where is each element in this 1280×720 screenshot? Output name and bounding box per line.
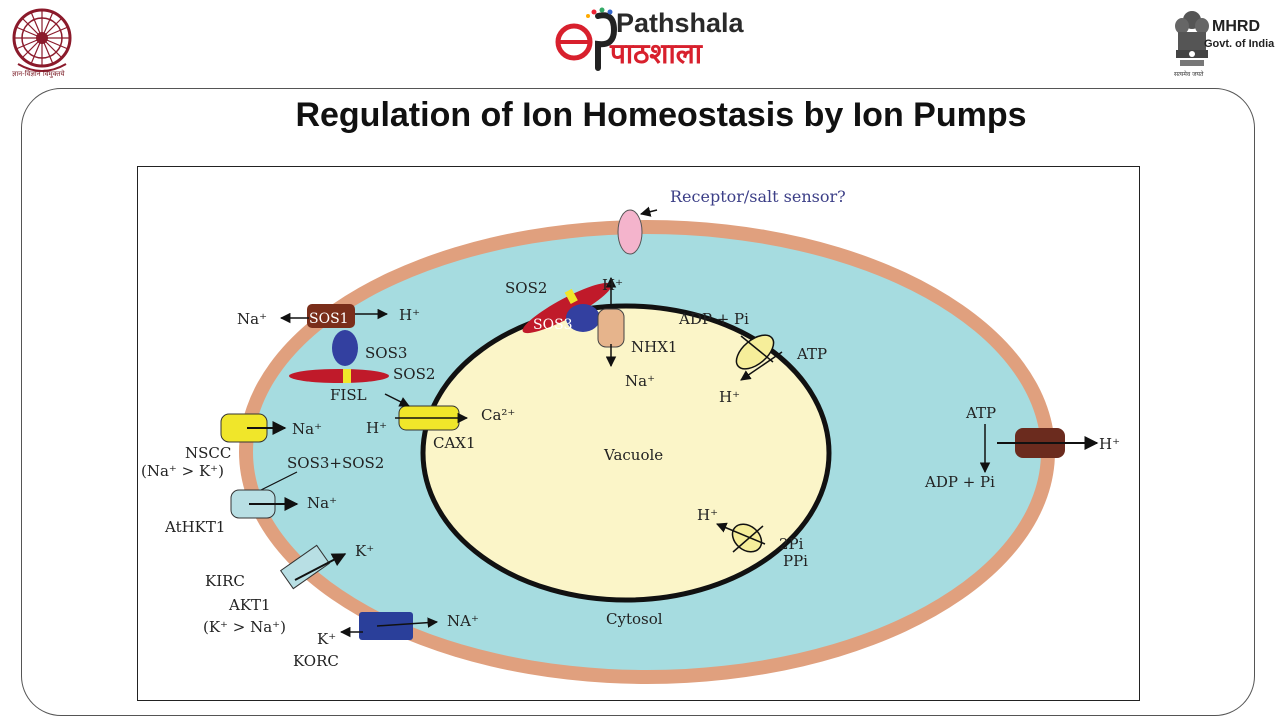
na-hkt-label: Na⁺ [307, 494, 337, 512]
k-korc-label: K⁺ [317, 630, 336, 648]
nscc-selectivity-label: (Na⁺ > K⁺) [141, 462, 224, 480]
cytosol-label: Cytosol [606, 610, 663, 628]
akt1-selectivity-label: (K⁺ > Na⁺) [203, 618, 286, 636]
sos3-top-icon [566, 304, 600, 332]
sos2-top-icon [522, 282, 612, 334]
epathshala-logo-icon [555, 7, 618, 71]
atp-right-label: ATP [965, 404, 996, 422]
sensor-label: Receptor/salt sensor? [670, 187, 846, 206]
k-kirc-label: K⁺ [355, 542, 374, 560]
na-vacuole-label: Na⁺ [625, 372, 655, 390]
na-korc-label: NA⁺ [447, 612, 479, 630]
v-atpase-icon [735, 334, 775, 370]
header: ज्ञान-विज्ञान विमुक्तये Pathshala पाठशाल… [0, 0, 1280, 88]
2pi-label: 2Pi [779, 535, 804, 553]
h-vatpase-label: H⁺ [719, 388, 740, 406]
cax1-label: CAX1 [433, 434, 476, 452]
mhrd-subtitle: Govt. of India [1204, 38, 1275, 50]
sos2-left-icon [289, 369, 389, 383]
sos3-left-icon [332, 330, 358, 366]
ugc-motto: ज्ञान-विज्ञान विमुक्तये [12, 70, 65, 78]
sos3-sos2-label: SOS3+SOS2 [287, 454, 384, 472]
na-sos1-label: Na⁺ [237, 310, 267, 328]
h-right-label: H⁺ [1099, 435, 1120, 453]
korc-label: KORC [293, 652, 339, 670]
ca-label: Ca²⁺ [481, 406, 515, 424]
sos2-left-label: SOS2 [393, 365, 435, 383]
h-ppase-label: H⁺ [697, 506, 718, 524]
atp-top-label: ATP [796, 345, 827, 363]
mhrd-title: MHRD [1212, 18, 1260, 35]
h-nhx1-label: H⁺ [602, 276, 623, 294]
kirc-label: KIRC [205, 572, 245, 590]
epathshala-name-hi: पाठशाला [610, 37, 702, 70]
sos2-top-label: SOS2 [505, 279, 547, 297]
na-nscc-label: Na⁺ [292, 420, 322, 438]
nhx1-label: NHX1 [631, 338, 677, 356]
adp-pi-right-label: ADP + Pi [924, 473, 995, 491]
sos3-left-label: SOS3 [365, 344, 407, 362]
ppi-label: PPi [783, 552, 808, 570]
ion-homeostasis-diagram: Receptor/salt sensor? SOS2 SOS3 H⁺ NHX1 … [141, 187, 1120, 684]
athkt1-label: AtHKT1 [164, 518, 225, 536]
nscc-label: NSCC [185, 444, 231, 462]
salt-sensor-icon [617, 209, 643, 255]
epathshala-name-en: Pathshala [616, 8, 744, 38]
emblem-motto: सत्यमेव जयते [1174, 71, 1204, 78]
fisl-label: FISL [330, 386, 367, 404]
sos1-label: SOS1 [309, 311, 349, 327]
h-sos1-label: H⁺ [399, 306, 420, 324]
kirc-icon [279, 544, 331, 590]
nhx1-icon [597, 308, 625, 348]
ashoka-emblem-icon [1175, 11, 1209, 66]
adp-pi-top-label: ADP + Pi [678, 310, 749, 328]
slide-title: Regulation of Ion Homeostasis by Ion Pum… [295, 96, 1027, 134]
akt1-label: AKT1 [228, 596, 271, 614]
vacuole-label: Vacuole [603, 446, 663, 464]
ugc-wheel-icon [12, 8, 72, 72]
sos1-icon [307, 304, 355, 328]
h-cax-label: H⁺ [366, 419, 387, 437]
sos3-top-label: SOS3 [533, 317, 573, 333]
